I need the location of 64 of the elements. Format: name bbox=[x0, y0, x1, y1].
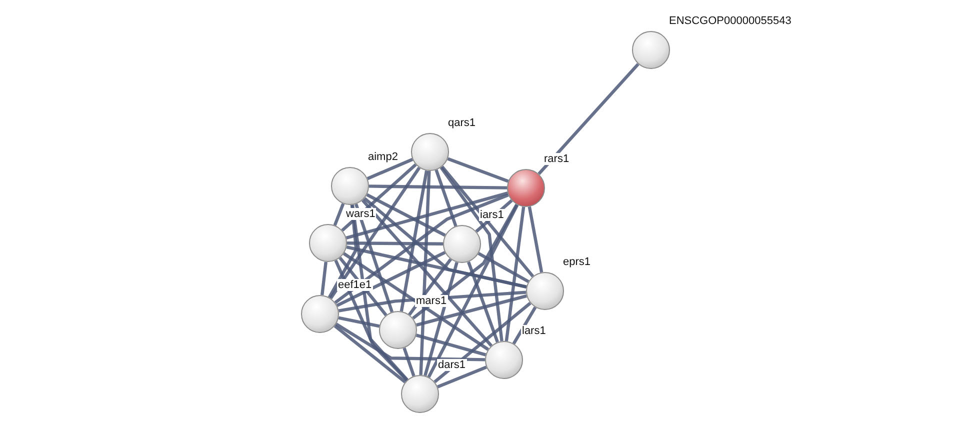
interaction-line bbox=[334, 194, 509, 304]
interaction-line bbox=[346, 192, 508, 240]
interaction-line bbox=[342, 252, 490, 351]
protein-node bbox=[632, 31, 670, 69]
node-label: dars1 bbox=[437, 359, 467, 371]
interaction-line bbox=[334, 324, 406, 384]
interaction-line bbox=[447, 157, 509, 183]
interaction-line bbox=[412, 204, 518, 320]
protein-node bbox=[331, 167, 369, 205]
node-label: wars1 bbox=[345, 208, 376, 220]
interaction-line bbox=[361, 199, 493, 347]
interaction-line bbox=[440, 166, 534, 278]
node-label: lars1 bbox=[521, 325, 547, 337]
interaction-line bbox=[416, 334, 486, 356]
node-label: mars1 bbox=[415, 295, 448, 307]
interaction-line bbox=[368, 184, 508, 190]
interaction-line bbox=[366, 158, 414, 180]
protein-node bbox=[507, 169, 545, 207]
interaction-line bbox=[427, 204, 519, 378]
protein-node bbox=[526, 272, 564, 310]
interaction-line bbox=[366, 193, 446, 237]
interaction-line bbox=[538, 63, 640, 175]
protein-node bbox=[301, 295, 339, 333]
interaction-line bbox=[334, 260, 408, 382]
interaction-line bbox=[346, 242, 444, 246]
interaction-line bbox=[512, 306, 537, 345]
interaction-line bbox=[402, 347, 416, 377]
interaction-line bbox=[408, 258, 452, 316]
interaction-line bbox=[329, 166, 421, 300]
interaction-line bbox=[437, 366, 487, 388]
interaction-line bbox=[419, 170, 431, 376]
interaction-line bbox=[504, 206, 526, 342]
interaction-line bbox=[434, 302, 532, 384]
interaction-line bbox=[440, 166, 504, 342]
interaction-line bbox=[346, 246, 527, 288]
protein-node bbox=[401, 375, 439, 413]
interaction-line bbox=[467, 261, 499, 343]
protein-node bbox=[309, 224, 347, 262]
interaction-line bbox=[354, 204, 394, 312]
node-label: eef1e1 bbox=[337, 279, 373, 291]
interaction-line bbox=[416, 294, 528, 327]
interaction-line bbox=[333, 203, 345, 226]
interaction-line bbox=[335, 322, 486, 362]
interaction-line bbox=[528, 206, 544, 273]
protein-node bbox=[379, 311, 417, 349]
interaction-line bbox=[434, 169, 458, 227]
node-label: rars1 bbox=[543, 153, 570, 165]
interaction-line bbox=[424, 262, 458, 376]
protein-node bbox=[485, 341, 523, 379]
protein-node bbox=[443, 225, 481, 263]
protein-node bbox=[411, 133, 449, 171]
interaction-line bbox=[400, 170, 428, 312]
node-label: iars1 bbox=[479, 209, 505, 221]
interaction-line bbox=[350, 204, 408, 381]
node-label: ENSCGOP00000055543 bbox=[668, 15, 792, 27]
interaction-line bbox=[336, 250, 446, 308]
interaction-line bbox=[338, 316, 380, 328]
interaction-line bbox=[328, 204, 358, 298]
interaction-line bbox=[320, 262, 328, 296]
node-label: aimp2 bbox=[367, 151, 399, 163]
node-label: qars1 bbox=[447, 117, 477, 129]
node-label: eprs1 bbox=[562, 256, 592, 268]
interaction-line bbox=[478, 252, 530, 283]
interaction-line bbox=[341, 163, 417, 232]
